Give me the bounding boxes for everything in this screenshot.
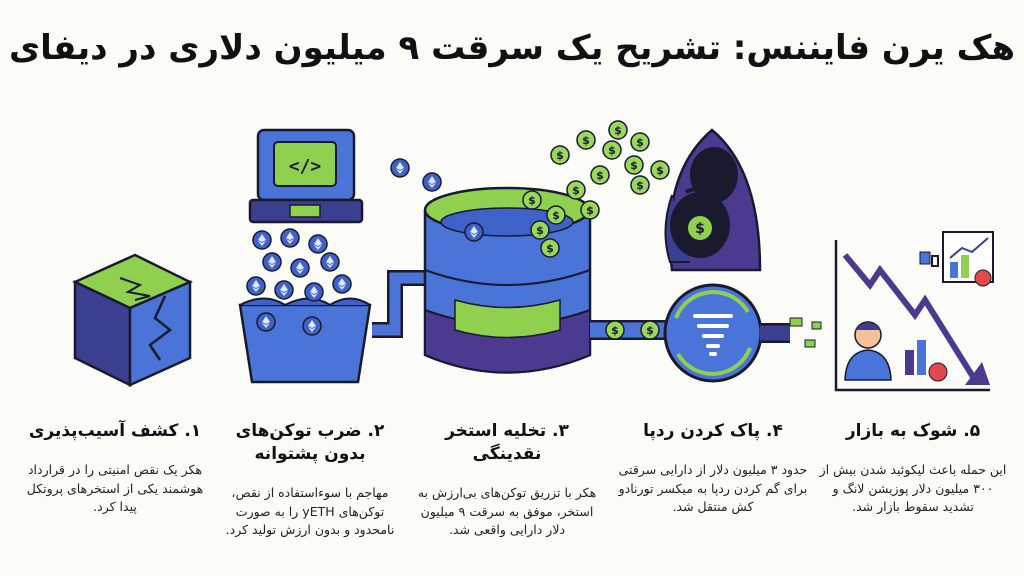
step-3-heading: ۳. تخلیه استخر نقدینگی [445,421,569,464]
step-1: ۱. کشف آسیب‌پذیری هکر یک نقص امنیتی را د… [20,420,210,517]
hooded-hacker-icon: $ [664,128,762,272]
step-3-body: هکر با تزریق توکن‌های بی‌ارزش به استخر، … [417,484,597,538]
step-2-body: مهاجم با سوءاستفاده از نقص، توکن‌های yET… [225,484,395,538]
code-minting-machine-icon: </> [238,128,470,384]
step-5-heading: ۵. شوک به بازار [845,421,981,441]
illustration: $ </> [72,120,994,392]
page-title: هک یرن فایننس: تشریح یک سرقت ۹ میلیون دل… [8,28,1016,68]
step-4-body: حدود ۳ میلیون دلار از دارایی سرقتی برای … [618,461,808,515]
step-2: ۲. ضرب توکن‌های بدون پشتوانه مهاجم با سو… [215,420,405,540]
step-5-body: این حمله باعث لیکوئید شدن بیش از ۳۰۰ میل… [819,461,1007,515]
step-3: ۳. تخلیه استخر نقدینگی هکر با تزریق توکن… [412,420,602,540]
step-4-heading: ۴. پاک کردن ردپا [643,421,783,441]
coin-symbol: $ [695,221,705,237]
liquidity-pool-tank-icon [423,186,592,374]
tornado-mixer-icon [663,283,763,383]
step-1-body: هکر یک نقص امنیتی را در قرارداد هوشمند ی… [26,461,204,515]
step-2-heading: ۲. ضرب توکن‌های بدون پشتوانه [235,421,385,464]
cracked-cube-icon [72,253,193,388]
step-5: ۵. شوک به بازار این حمله باعث لیکوئید شد… [818,420,1008,517]
market-crash-icon [834,231,994,392]
step-4: ۴. پاک کردن ردپا حدود ۳ میلیون دلار از د… [618,420,808,517]
step-1-heading: ۱. کشف آسیب‌پذیری [28,421,202,441]
code-symbol: </> [289,156,322,177]
